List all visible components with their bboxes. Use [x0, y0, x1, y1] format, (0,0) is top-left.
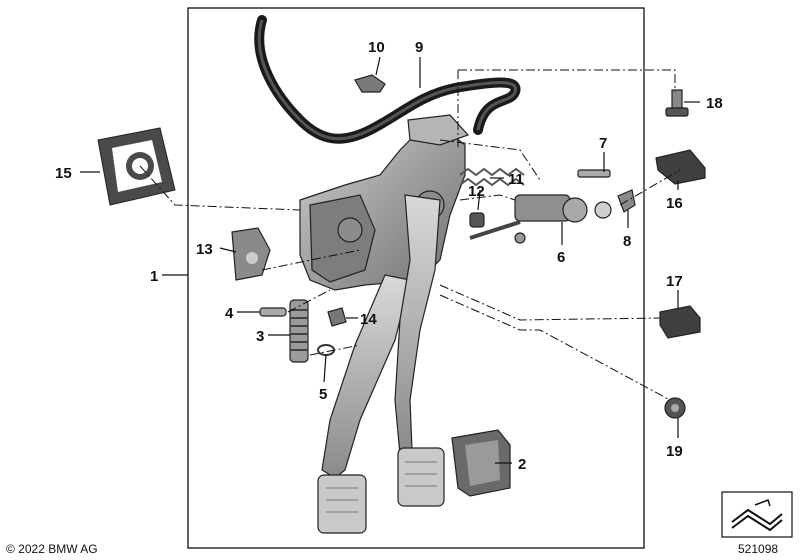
callout-8: 8 [623, 233, 631, 250]
callout-7: 7 [599, 135, 607, 152]
clutch-master-cylinder [469, 194, 612, 244]
callout-14: 14 [360, 311, 377, 328]
screw [665, 89, 689, 117]
hose-clip [354, 74, 386, 93]
callout-3: 3 [256, 328, 264, 345]
callout-13: 13 [196, 241, 213, 258]
callout-2: 2 [518, 456, 526, 473]
position-sensor [655, 149, 706, 185]
assist-spring [289, 299, 309, 363]
mounting-bracket [231, 227, 271, 281]
callout-1: 1 [150, 268, 158, 285]
callout-4: 4 [225, 305, 234, 322]
pivot-pin [259, 307, 287, 317]
diagram-number: 521098 [738, 542, 778, 556]
copyright-text: © 2022 BMW AG [6, 542, 98, 556]
callout-9: 9 [415, 39, 423, 56]
callout-11: 11 [508, 171, 524, 188]
callout-15: 15 [55, 165, 72, 182]
callout-12: 12 [468, 183, 485, 200]
orientation-arrow-icon [721, 491, 793, 538]
callout-16: 16 [666, 195, 683, 212]
callout-18: 18 [706, 95, 723, 112]
callout-17: 17 [666, 273, 683, 290]
brake-pedal [394, 194, 445, 507]
pedal-pad [451, 429, 511, 497]
nut [664, 397, 686, 419]
gasket [97, 127, 176, 206]
bolt-pin [577, 169, 611, 178]
pedal-switch [659, 305, 701, 339]
circlip [317, 344, 335, 356]
callout-19: 19 [666, 443, 683, 460]
bushing [469, 212, 485, 228]
callout-5: 5 [319, 386, 327, 403]
callout-6: 6 [557, 249, 565, 266]
callout-10: 10 [368, 39, 385, 56]
small-clip [327, 307, 347, 327]
return-spring [459, 167, 525, 187]
assembly-frame [187, 7, 645, 549]
